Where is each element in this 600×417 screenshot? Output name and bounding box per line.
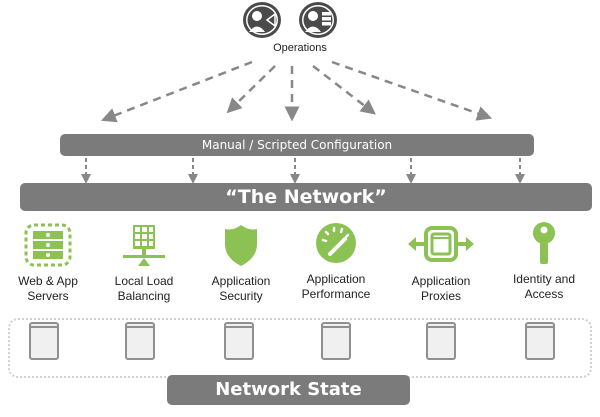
arrow-ops-5 xyxy=(331,60,493,121)
admin-server-icon xyxy=(299,2,337,38)
network-state-container xyxy=(8,318,592,378)
arrow-ops-1 xyxy=(101,60,253,123)
service-label-line2: Performance xyxy=(301,287,371,301)
arrow-ops-2 xyxy=(226,65,276,114)
server-stack-icon xyxy=(24,223,72,267)
service-label-line2: Proxies xyxy=(420,289,461,303)
service-label-line1: Web & App xyxy=(18,274,78,288)
state-store-icon xyxy=(426,322,456,360)
proxy-icon xyxy=(408,226,474,262)
operations-label: Operations xyxy=(273,42,327,54)
state-store-icon xyxy=(125,322,155,360)
key-icon xyxy=(533,222,555,264)
service-label-line1: Identity and xyxy=(512,272,576,286)
service-label-line2: Security xyxy=(219,289,263,303)
shield-icon xyxy=(225,225,257,266)
state-store-icon xyxy=(29,322,59,360)
state-store-icon xyxy=(321,322,351,360)
network-state-bar: Network State xyxy=(167,375,410,405)
state-store-icon xyxy=(525,322,555,360)
arrow-ops-4 xyxy=(312,65,376,115)
state-store-icon xyxy=(224,322,254,360)
config-bar: Manual / Scripted Configuration xyxy=(60,134,534,156)
service-label-line2: Servers xyxy=(27,289,69,303)
service-label-line2: Balancing xyxy=(117,289,171,303)
load-balancer-icon xyxy=(123,225,165,266)
service-label-line2: Access xyxy=(524,287,564,301)
service-label-line1: Local Load xyxy=(114,274,174,288)
gauge-icon xyxy=(316,223,356,263)
service-label-line1: Application xyxy=(306,272,366,286)
service-label-line1: Application xyxy=(411,274,471,288)
admin-network-icon xyxy=(243,2,281,38)
network-bar: “The Network” xyxy=(20,183,592,211)
service-label-line1: Application xyxy=(211,274,271,288)
